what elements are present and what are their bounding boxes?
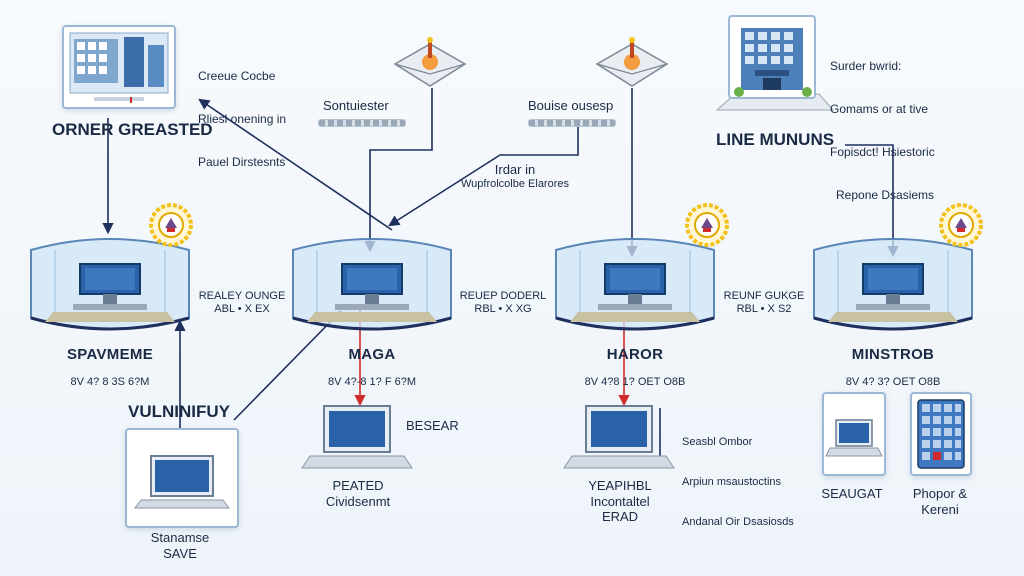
minstrob-tablet-caption: Phopor & Kereni: [912, 486, 968, 517]
office-building-icon: [715, 15, 835, 111]
laptop-icon: [134, 455, 230, 509]
datacenter-tank-icon: [30, 238, 190, 331]
top-left-monitor: [62, 25, 176, 109]
laptop-icon: [825, 419, 883, 457]
top-right-building-text: Surder bwrid: Gomams or at tive Fopisdct…: [830, 58, 935, 203]
haror-side-text: Seasbl Ombor Arpiun msaustoctins Andanal…: [682, 436, 794, 528]
router-envelope-icon: [393, 37, 467, 87]
minstrob-laptop-panel: [822, 392, 886, 476]
node-name-haror: HAROR: [606, 346, 664, 363]
spec-minstrob: REUNF GUKGE RBL • X S2: [723, 290, 805, 316]
gateway-right-bar: [528, 119, 616, 127]
node-code-haror: 8V 4?8 1? OET O8B: [584, 376, 686, 388]
top-left-title: ORNER GREASTED: [52, 120, 213, 139]
badge-icon-haror: [684, 202, 730, 253]
datacenter-tank-icon: [292, 238, 452, 331]
node-haror: [550, 230, 720, 342]
node-maga: [287, 230, 457, 342]
wire-maga-to-left: [198, 98, 393, 231]
datacenter-tank-icon: [555, 238, 715, 331]
wire-vuln-maga: [233, 310, 342, 421]
spec-maga: REALEY OUNGE ABL • X EX: [198, 290, 286, 316]
haror-laptop: [562, 402, 678, 474]
node-spavmeme: [25, 230, 195, 342]
minstrob-laptop-caption: SEAUGAT: [821, 486, 883, 501]
vulnerability-caption: Stanamse SAVE: [150, 530, 210, 561]
node-code-maga: 8V 4?-8 1? F 6?M: [327, 376, 417, 388]
badge-icon-spavmeme: [148, 202, 194, 253]
datacenter-tank-icon: [813, 238, 973, 331]
haror-laptop-caption: YEAPIHBL Incontaltel ERAD: [588, 478, 652, 525]
maga-laptop-side-label: BESEAR: [406, 418, 459, 433]
top-left-panel-text: Creeue Cocbe Rliesl onening in Pauel Dir…: [198, 68, 287, 170]
badge-icon-minstrob: [938, 202, 984, 253]
node-minstrob: [808, 230, 978, 342]
gateway-left-bar: [318, 119, 406, 127]
gateway-right-label: Bouise ousesp: [528, 98, 614, 113]
top-right-title: LINE MUNUNS: [716, 130, 835, 149]
laptop-icon: [563, 405, 675, 469]
maga-laptop: [300, 402, 416, 474]
wire-right-down: [845, 144, 899, 258]
maga-laptop-caption: PEATED Cividsenmt: [325, 478, 391, 509]
tablet-grid-icon: [917, 399, 965, 469]
node-name-minstrob: MINSTROB: [851, 346, 935, 363]
node-code-minstrob: 8V 4? 3? OET O8B: [845, 376, 941, 388]
node-name-maga: MAGA: [348, 346, 396, 363]
gateway-right: [592, 34, 672, 94]
mid-label: Irdar in Wupfrolcolbe Elarores: [460, 162, 569, 190]
node-code-spavmeme: 8V 4? 8 3S 6?M: [70, 376, 150, 388]
minstrob-tablet-panel: [910, 392, 972, 476]
gateway-left-label: Sontuiester: [323, 98, 389, 113]
router-envelope-icon: [595, 37, 669, 87]
building-dashboard-icon: [69, 32, 169, 103]
top-right-building: [715, 12, 835, 112]
node-name-spavmeme: SPAVMEME: [66, 346, 154, 363]
vulnerability-title: VULNINIFUY: [128, 402, 230, 421]
spec-haror: REUEP DODERL RBL • X XG: [459, 290, 547, 316]
wire-gw-left-down: [364, 88, 433, 253]
wire-gw-right: [388, 125, 579, 227]
laptop-icon: [301, 405, 413, 469]
gateway-left: [390, 34, 470, 94]
vulnerability-laptop-panel: [125, 428, 239, 528]
